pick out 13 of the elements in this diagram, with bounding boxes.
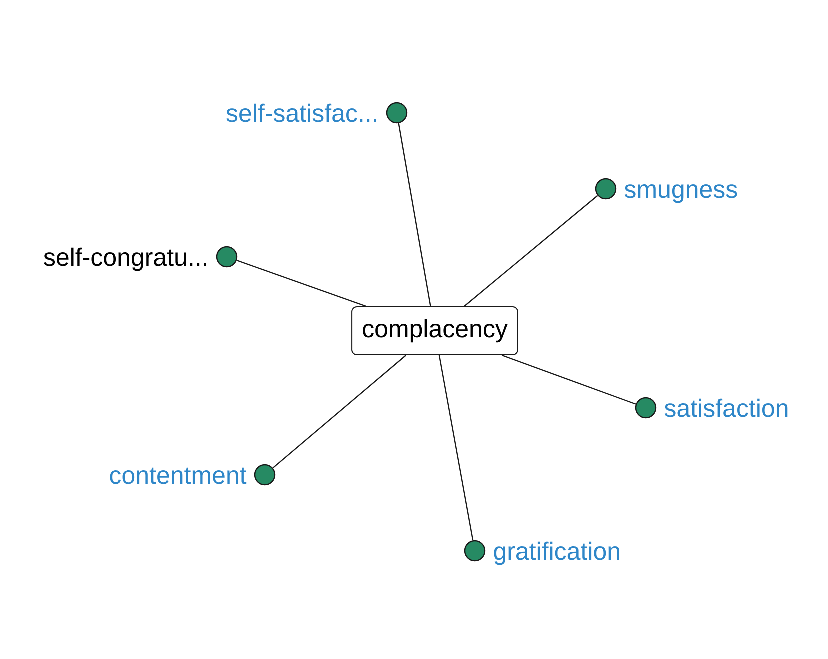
connector-line xyxy=(272,355,407,469)
connector-line xyxy=(438,355,474,541)
word-label: satisfaction xyxy=(664,398,788,418)
word-label: smugness xyxy=(624,184,738,204)
word-label: self-satisfac... xyxy=(226,104,377,122)
word-box: complacency xyxy=(352,306,518,356)
connector-line xyxy=(398,123,432,307)
connector-line xyxy=(236,260,366,308)
connector-line xyxy=(502,354,636,405)
word-label: contentment xyxy=(110,468,247,484)
word-label: gratification xyxy=(494,542,620,566)
connector-line xyxy=(464,195,598,307)
word-label: self-congratu... xyxy=(44,248,206,272)
